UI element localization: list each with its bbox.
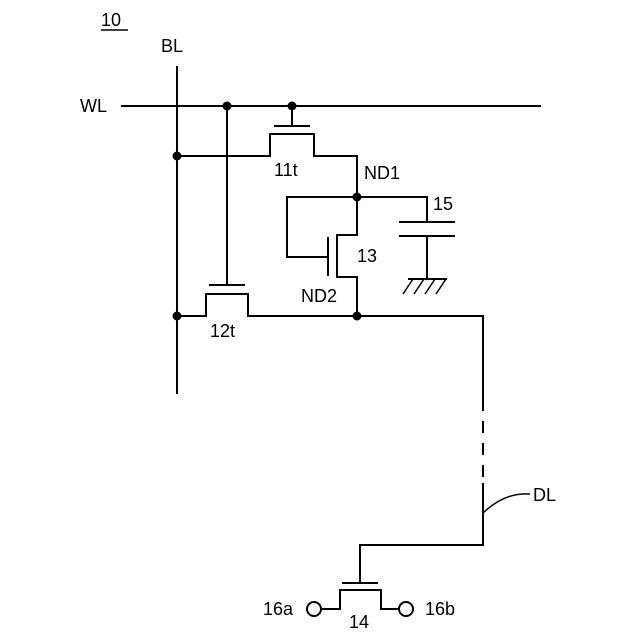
transistor-14-label: 14 — [349, 612, 369, 632]
data-line — [248, 316, 483, 545]
node-nd1-label: ND1 — [364, 163, 400, 183]
junction-dot — [353, 312, 362, 321]
junction-dot — [223, 102, 232, 111]
junction-dot — [288, 102, 297, 111]
transistor-14 — [322, 545, 399, 609]
transistor-12t — [177, 106, 248, 316]
capacitor-15-label: 15 — [433, 194, 453, 214]
terminal-16b-label: 16b — [425, 599, 455, 619]
bit-line-label: BL — [161, 36, 183, 56]
terminal-16a — [307, 602, 321, 616]
figure-ref-number: 10 — [101, 10, 121, 30]
terminal-16b — [399, 602, 413, 616]
junction-dot — [173, 312, 182, 321]
terminal-16a-label: 16a — [263, 599, 294, 619]
junction-dot — [173, 152, 182, 161]
word-line-label: WL — [80, 96, 107, 116]
transistor-13-label: 13 — [357, 246, 377, 266]
junction-dot — [353, 193, 362, 202]
node-nd2-label: ND2 — [301, 286, 337, 306]
transistor-13 — [287, 197, 357, 277]
transistor-12t-label: 12t — [210, 321, 235, 341]
transistor-11t — [177, 106, 357, 156]
transistor-11t-label: 11t — [274, 160, 298, 180]
data-line-label: DL — [533, 485, 556, 505]
ground-icon — [403, 279, 446, 294]
data-line-leader — [483, 494, 530, 513]
